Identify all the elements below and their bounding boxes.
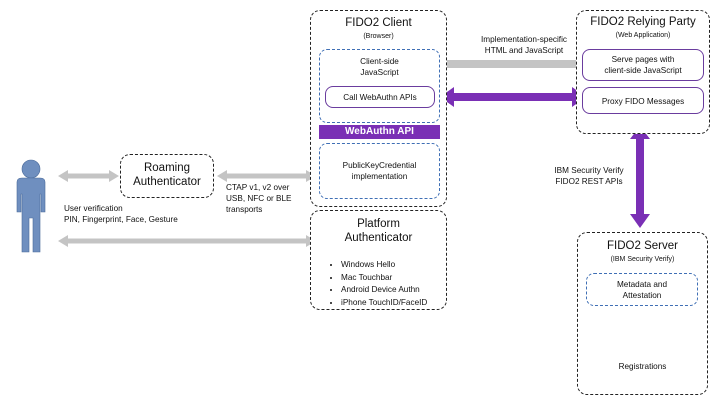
serve-pages-box: Serve pages with client-side JavaScript xyxy=(582,49,704,81)
metadata-label: Metadata and Attestation xyxy=(616,280,668,300)
fido2-client-title: FIDO2 Client xyxy=(345,17,412,29)
proxy-label: Proxy FIDO Messages xyxy=(601,97,685,106)
user-verification-label: User verification PIN, Fingerprint, Face… xyxy=(64,204,178,224)
webauthn-api-bar: WebAuthn API xyxy=(319,125,440,139)
fido2-server-title: FIDO2 Server xyxy=(607,240,678,252)
roaming-authenticator-title: Roaming Authenticator xyxy=(133,162,201,188)
user-roaming-arrow xyxy=(58,170,119,182)
platform-authenticator-title: Platform Authenticator xyxy=(344,218,413,244)
ibm-rest-label: IBM Security Verify FIDO2 REST APIs xyxy=(554,166,624,186)
relying-party-title: FIDO2 Relying Party xyxy=(590,16,696,28)
serve-pages-arrow xyxy=(421,55,580,73)
metadata-box: Metadata and Attestation xyxy=(586,273,698,306)
list-item: iPhone TouchID/FaceID xyxy=(341,297,427,310)
fido2-server-box: FIDO2 Server (IBM Security Verify) Metad… xyxy=(577,232,708,395)
webauthn-apis-label: Call WebAuthn APIs xyxy=(343,93,417,102)
relying-party-subtitle: (Web Application) xyxy=(615,32,671,39)
platform-authenticator-list: Windows Hello Mac Touchbar Android Devic… xyxy=(331,259,427,309)
client-js-box: Client-side JavaScript Call WebAuthn API… xyxy=(319,49,440,123)
user-icon xyxy=(16,159,46,253)
fido2-client-subtitle: (Browser) xyxy=(363,33,394,40)
list-item: Mac Touchbar xyxy=(341,272,427,285)
webauthn-proxy-arrow xyxy=(440,87,586,107)
pkc-box: PublicKeyCredential implementation xyxy=(319,143,440,199)
proxy-box: Proxy FIDO Messages xyxy=(582,87,704,114)
registrations-label: Registrations xyxy=(618,362,667,371)
fido2-server-subtitle: (IBM Security Verify) xyxy=(610,256,675,263)
rp-server-arrow xyxy=(630,126,650,228)
ctap-label: CTAP v1, v2 over USB, NFC or BLE transpo… xyxy=(226,183,292,214)
client-js-label: Client-side JavaScript xyxy=(360,57,399,77)
list-item: Windows Hello xyxy=(341,259,427,272)
roaming-client-arrow xyxy=(217,170,316,182)
pkc-label: PublicKeyCredential implementation xyxy=(342,161,417,181)
relying-party-box: FIDO2 Relying Party (Web Application) Se… xyxy=(576,10,710,134)
platform-authenticator-box: Platform Authenticator Windows Hello Mac… xyxy=(310,210,447,310)
webauthn-apis-box: Call WebAuthn APIs xyxy=(325,86,435,108)
fido2-client-box: FIDO2 Client (Browser) Client-side JavaS… xyxy=(310,10,447,207)
impl-specific-label: Implementation-specific HTML and JavaScr… xyxy=(480,35,567,55)
list-item: Android Device Authn xyxy=(341,284,427,297)
serve-pages-label: Serve pages with client-side JavaScript xyxy=(604,55,682,75)
roaming-authenticator-box: Roaming Authenticator xyxy=(120,154,214,198)
user-platform-arrow xyxy=(58,235,316,247)
